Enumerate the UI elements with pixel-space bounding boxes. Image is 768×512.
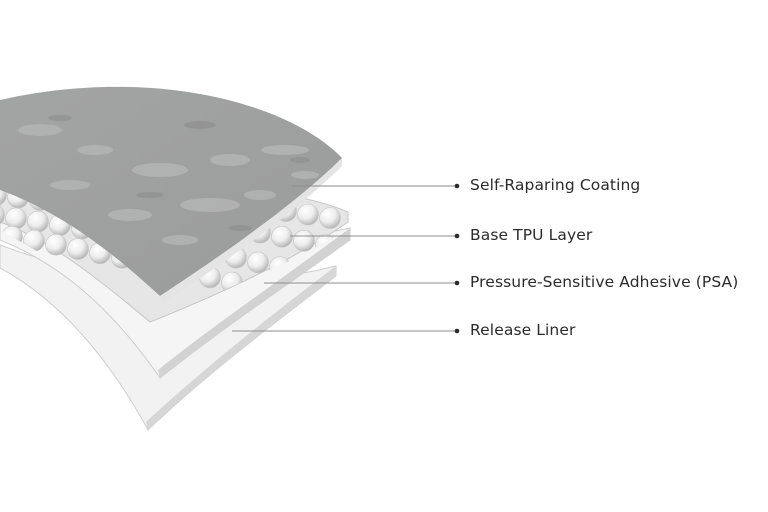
label-base-tpu-layer: Base TPU Layer (470, 226, 593, 244)
label-psa: Pressure-Sensitive Adhesive (PSA) (470, 273, 739, 291)
tpu-bead (247, 251, 269, 274)
tpu-bead (271, 225, 293, 248)
leader-dot-coating (454, 183, 460, 189)
coating-texture (18, 124, 319, 245)
tpu-bead (5, 207, 27, 230)
tpu-bead (67, 238, 89, 260)
self-repairing-coating-layer (0, 86, 342, 304)
label-self-repairing-coating: Self-Raparing Coating (470, 176, 641, 194)
tpu-bead (319, 207, 341, 229)
tpu-bead (297, 203, 319, 226)
tpu-bead (45, 233, 67, 256)
label-release-liner: Release Liner (470, 321, 576, 339)
leader-dot-psa (454, 280, 460, 286)
leader-dot-tpu (454, 233, 460, 239)
leader-dots (454, 183, 460, 334)
leader-dot-liner (454, 328, 460, 334)
tpu-bead (0, 204, 5, 226)
tpu-bead (293, 230, 315, 252)
tpu-bead (27, 210, 49, 233)
leader-lines (232, 185, 455, 332)
